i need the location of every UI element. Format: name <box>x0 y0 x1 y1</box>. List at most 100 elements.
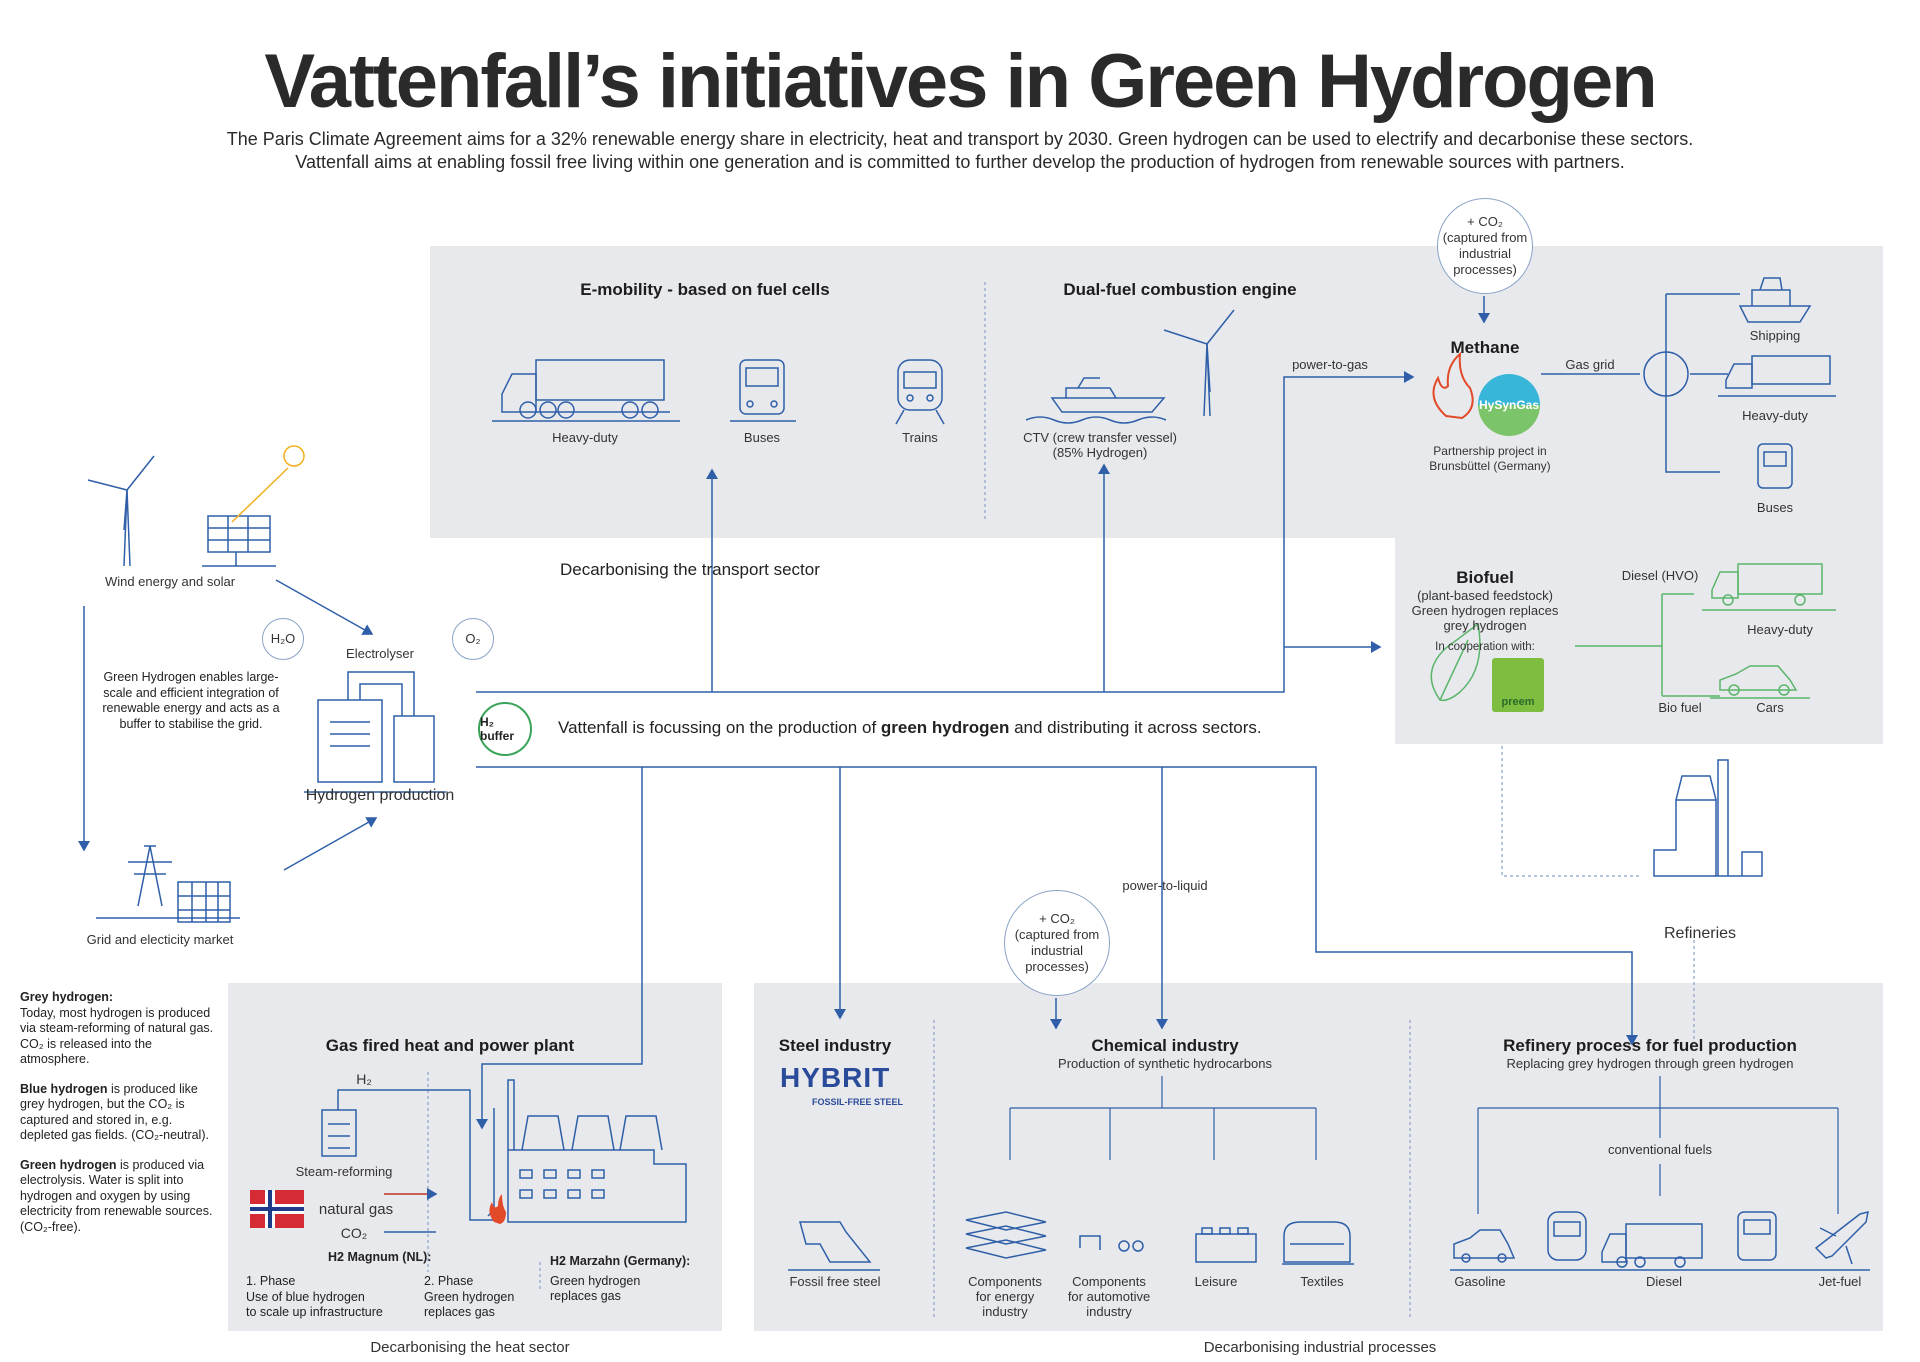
comp-energy-label: Components for energy industry <box>950 1274 1060 1319</box>
gasoline-label: Gasoline <box>1454 1274 1506 1289</box>
power-to-gas-label: power-to-gas <box>1292 357 1368 372</box>
co2-bubble-line: (captured from <box>1442 230 1528 245</box>
o2-bubble: O₂ <box>452 618 494 660</box>
marzahn-title: H2 Marzahn (Germany): <box>550 1254 691 1268</box>
methane-title: Methane <box>1450 338 1520 357</box>
co2-bubble-line: industrial <box>1458 246 1512 261</box>
ctv-label: CTV (crew transfer vessel) (85% Hydrogen… <box>1000 430 1200 460</box>
fossil-free-steel-label: Fossil free steel <box>789 1274 881 1289</box>
industry-panel <box>754 983 1883 1331</box>
green-note-title: Green hydrogen <box>20 1157 117 1172</box>
label-buses-methane: Buses <box>1756 500 1794 515</box>
gas-grid-label: Gas grid <box>1565 357 1615 372</box>
magnum-title: H2 Magnum (NL): <box>328 1250 432 1264</box>
steam-reforming-label: Steam-reforming <box>295 1164 393 1179</box>
decarb-industry-label: Decarbonising industrial processes <box>1203 1339 1437 1356</box>
preem-logo-text: preem <box>1501 696 1535 708</box>
phase1-text-line-1: Use of blue hydrogen <box>246 1289 365 1304</box>
h2o-bubble: H₂O <box>262 618 304 660</box>
biofuel-desc-line-3: grey hydrogen <box>1443 618 1527 633</box>
hydrogen-production-label: Hydrogen production <box>305 787 455 804</box>
comp-auto-line: for automotive <box>1067 1289 1151 1304</box>
intro-text: The Paris Climate Agreement aims for a 3… <box>160 128 1760 174</box>
emobility-title: E-mobility - based on fuel cells <box>580 280 830 299</box>
leisure-label: Leisure <box>1194 1274 1238 1289</box>
wind-solar-label: Wind energy and solar <box>104 574 236 589</box>
comp-auto-line: industry <box>1086 1304 1132 1319</box>
marzahn-text-line-1: Green hydrogen <box>550 1273 641 1288</box>
label-cars: Cars <box>1756 700 1784 715</box>
comp-auto-label: Components for automotive industry <box>1054 1274 1164 1319</box>
refinery-process-subtitle: Replacing grey hydrogen through green hy… <box>1506 1056 1794 1071</box>
biofuel-desc-line-2: Green hydrogen replaces <box>1411 603 1559 618</box>
focus-post: and distributing it across sectors. <box>1009 718 1262 737</box>
hybrit-subtitle: FOSSIL-FREE STEEL <box>812 1097 904 1107</box>
hysyngas-logo: HySynGas <box>1478 374 1540 436</box>
refinery-process-title: Refinery process for fuel production <box>1503 1036 1797 1055</box>
jet-fuel-label: Jet-fuel <box>1818 1274 1862 1289</box>
blue-note-title: Blue hydrogen <box>20 1081 108 1096</box>
comp-energy-line: industry <box>982 1304 1028 1319</box>
heat-title: Gas fired heat and power plant <box>325 1036 575 1055</box>
partnership-line-2: Brunsbüttel (Germany) <box>1429 459 1551 473</box>
bio-fuel-label: Bio fuel <box>1658 700 1702 715</box>
focus-pre: Vattenfall is focussing on the productio… <box>558 718 881 737</box>
co2-bubble-chemical: + CO₂ (captured from industrial processe… <box>1004 890 1110 996</box>
electrolyser-label: Electrolyser <box>346 646 414 661</box>
focus-bold: green hydrogen <box>880 718 1010 737</box>
phase1-text-line-2: to scale up infrastructure <box>246 1305 383 1319</box>
natural-gas-label: natural gas <box>318 1201 394 1218</box>
biofuel-panel <box>1395 538 1883 744</box>
co2-bubble-line: + CO₂ <box>1467 214 1503 229</box>
co2-bubble-line: + CO₂ <box>1039 911 1075 926</box>
enables-text: Green Hydrogen enables large-scale and e… <box>102 670 280 731</box>
label-shipping: Shipping <box>1749 328 1801 343</box>
grey-note-title: Grey hydrogen: <box>20 990 114 1004</box>
chemical-title: Chemical industry <box>1091 1036 1239 1055</box>
dualfuel-title: Dual-fuel combustion engine <box>1063 280 1297 299</box>
label-heavy-duty: Heavy-duty <box>552 430 618 445</box>
co2-bubble-line: processes) <box>1453 262 1517 277</box>
biofuel-desc: (plant-based feedstock) Green hydrogen r… <box>1390 588 1580 633</box>
comp-energy-line: Components <box>968 1274 1042 1289</box>
co2-bubble-line: industrial <box>1030 943 1084 958</box>
label-buses: Buses <box>743 430 781 445</box>
page-title: Vattenfall’s initiatives in Green Hydrog… <box>264 39 1657 124</box>
intro-line-2: Vattenfall aims at enabling fossil free … <box>295 152 1625 172</box>
heat-h2-label: H₂ <box>356 1071 372 1087</box>
chemical-subtitle: Production of synthetic hydrocarbons <box>1058 1056 1272 1071</box>
co2-bubble-line: processes) <box>1025 959 1089 974</box>
power-to-liquid-label: power-to-liquid <box>1122 878 1208 893</box>
intro-line-1: The Paris Climate Agreement aims for a 3… <box>226 129 1694 149</box>
textiles-label: Textiles <box>1300 1274 1344 1289</box>
marzahn-note: H2 Marzahn (Germany): Green hydrogen rep… <box>550 1254 720 1305</box>
label-heavy-duty-methane: Heavy-duty <box>1742 408 1808 423</box>
decarb-heat-label: Decarbonising the heat sector <box>370 1339 570 1356</box>
label-trains: Trains <box>902 430 938 445</box>
partnership-label: Partnership project in Brunsbüttel (Germ… <box>1400 444 1580 474</box>
hybrit-logo: HYBRIT <box>780 1062 891 1093</box>
phase2-text-line-1: Green hydrogen <box>424 1289 515 1304</box>
partnership-line-1: Partnership project in <box>1433 444 1547 458</box>
diesel-hvo-label: Diesel (HVO) <box>1621 568 1699 583</box>
h2-buffer-circle: H₂ buffer <box>478 702 532 756</box>
co2-bubble-methane: + CO₂ (captured from industrial processe… <box>1437 198 1533 294</box>
co2-bubble-line: (captured from <box>1014 927 1100 942</box>
refineries-label: Refineries <box>1663 925 1737 942</box>
flag-cross-horizontal-inner <box>250 1207 304 1211</box>
ctv-line-1: CTV (crew transfer vessel) <box>1023 430 1177 445</box>
phase1-note: 1. Phase Use of blue hydrogen to scale u… <box>246 1274 416 1321</box>
comp-energy-line: for energy <box>975 1289 1035 1304</box>
decarb-transport-label: Decarbonising the transport sector <box>560 560 820 579</box>
cooperation-label: In cooperation with: <box>1435 641 1535 653</box>
grey-note-text: Today, most hydrogen is produced via ste… <box>20 1005 214 1067</box>
grey-note: Grey hydrogen:Today, most hydrogen is pr… <box>20 990 216 1068</box>
norway-flag <box>250 1190 304 1228</box>
diesel-label: Diesel <box>1645 1274 1683 1289</box>
green-note-text: is produced via electrolysis. Water is s… <box>20 1157 213 1234</box>
phase2-text-line-2: replaces gas <box>424 1305 495 1319</box>
biofuel-title: Biofuel <box>1456 568 1514 587</box>
ctv-line-2: (85% Hydrogen) <box>1052 445 1148 460</box>
preem-logo: preem <box>1492 658 1544 712</box>
